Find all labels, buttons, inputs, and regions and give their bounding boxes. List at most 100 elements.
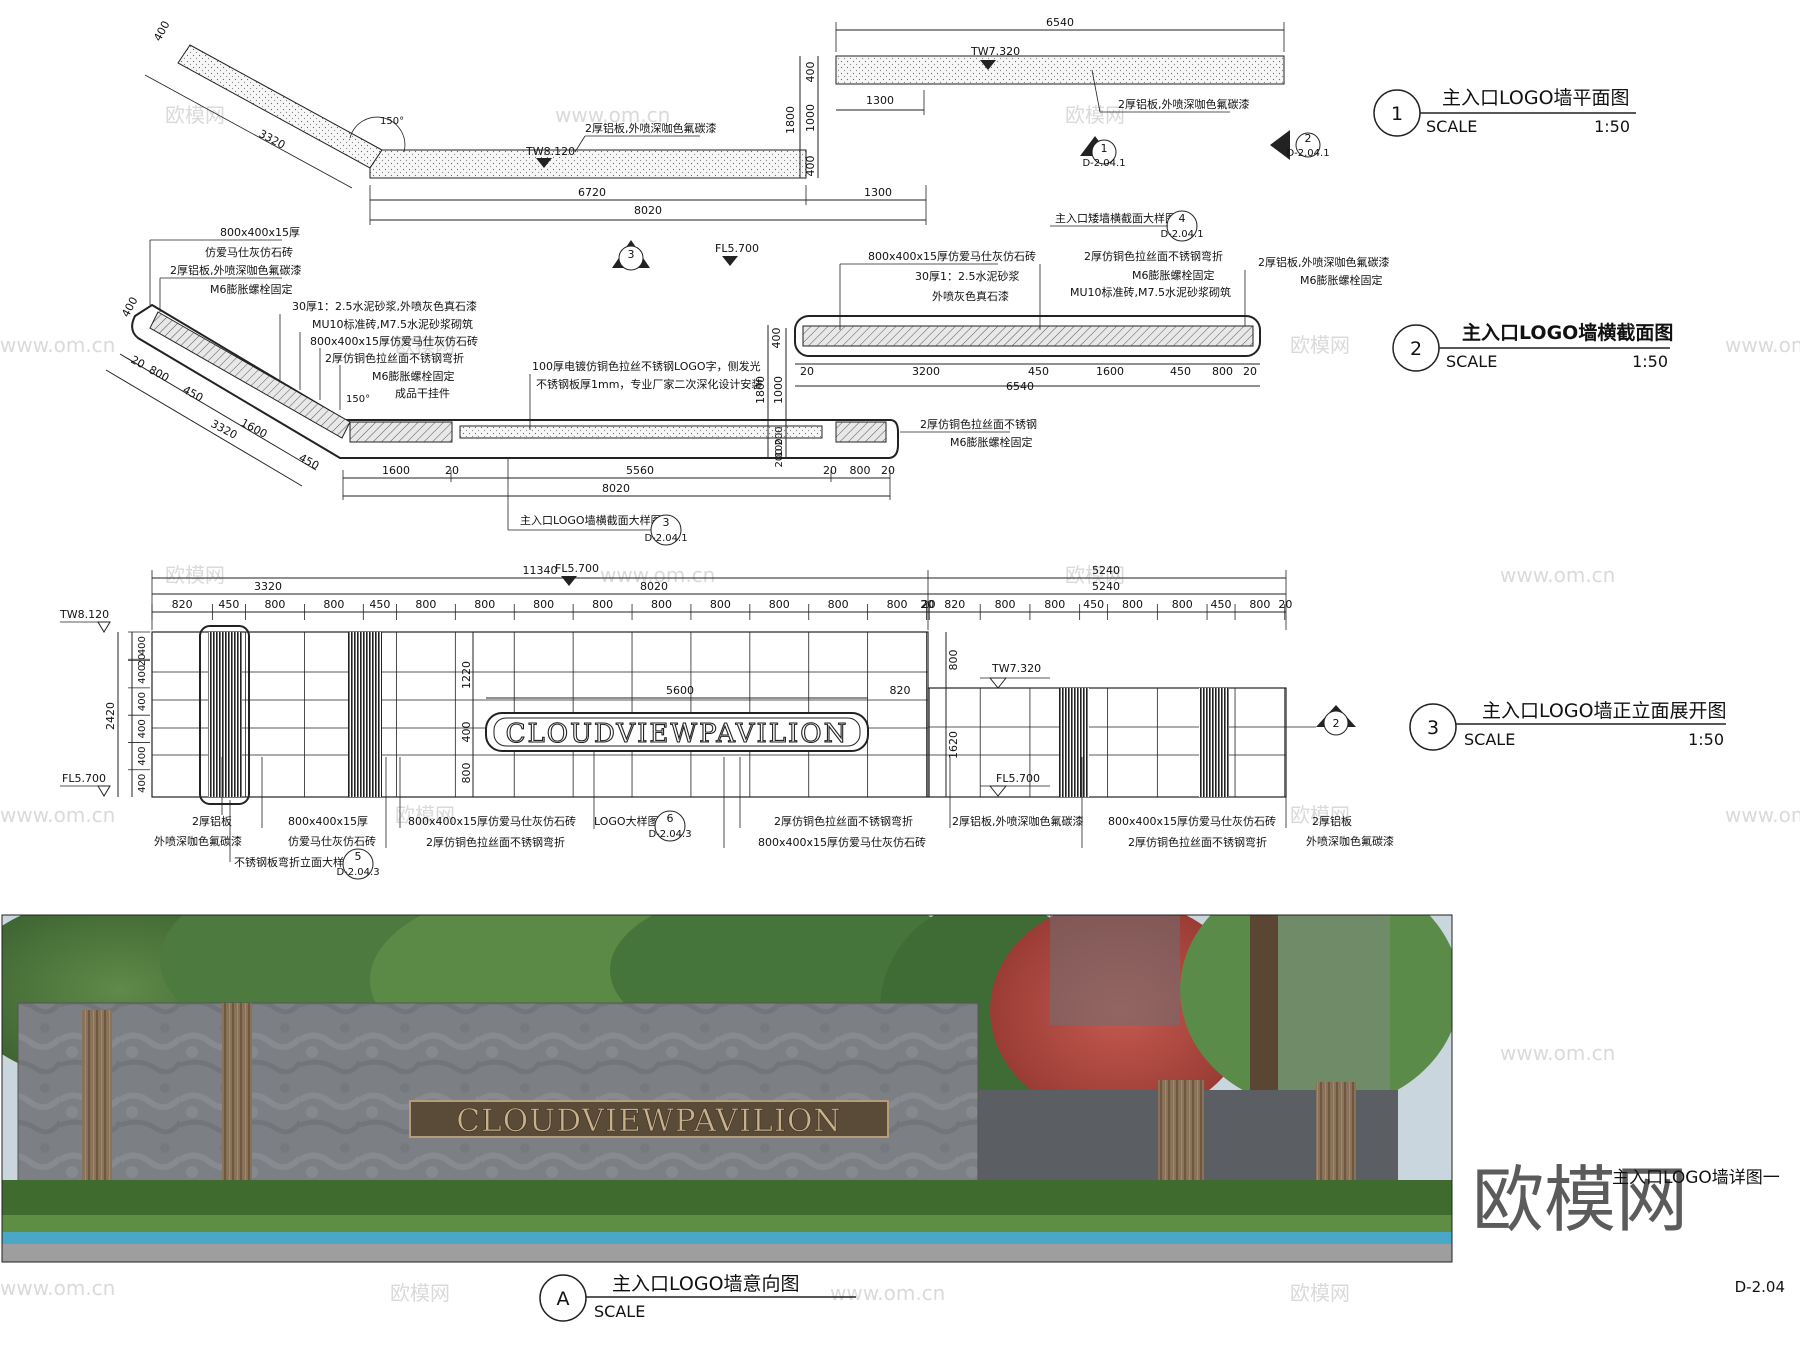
watermark: 欧模网 bbox=[395, 333, 455, 357]
watermark-url: www.om.cn bbox=[555, 103, 670, 127]
elev-module-dim: 800 bbox=[323, 598, 344, 611]
elev-v-dim: 400 bbox=[137, 665, 148, 684]
title-section-scale-label: SCALE bbox=[1446, 352, 1497, 371]
elev-fin-1 bbox=[208, 632, 242, 797]
elev-module-dim: 450 bbox=[1211, 598, 1232, 611]
watermark-url: www.om.cn bbox=[1725, 803, 1800, 827]
plan-dim-line bbox=[144, 74, 353, 189]
elev-logo-text: CLOUDVIEWPAVILION bbox=[506, 719, 849, 749]
elev-logo-inner bbox=[493, 717, 861, 747]
watermark-url: www.om.cn bbox=[1500, 1041, 1615, 1065]
plan-note: 2厚铝板,外喷深咖色氟碳漆 bbox=[1118, 97, 1250, 111]
ref-num: 2 bbox=[1305, 132, 1312, 145]
section-left-dims: 400 20 800 450 1600 450 3320 bbox=[105, 295, 322, 487]
dim: 6540 bbox=[1006, 380, 1034, 393]
title-elevation-text: 主入口LOGO墙正立面展开图 bbox=[1482, 700, 1727, 722]
dim: 200 bbox=[774, 448, 785, 467]
section-fl: FL5.700 bbox=[715, 242, 759, 255]
plan-level-marker bbox=[980, 60, 996, 70]
dim: 1800 bbox=[754, 376, 767, 404]
dim: 800 bbox=[1212, 365, 1233, 378]
dim: 20 bbox=[1243, 365, 1257, 378]
note-line: MU10标准砖,M7.5水泥砂浆砌筑 bbox=[1070, 285, 1231, 299]
ref-sheet: D-2.04.3 bbox=[648, 829, 691, 840]
note-line: 30厚1：2.5水泥砂浆 bbox=[915, 269, 1020, 283]
elev-module-dim: 800 bbox=[1172, 598, 1193, 611]
elev-module-dim: 800 bbox=[415, 598, 436, 611]
plan-dim-1300: 1300 bbox=[864, 186, 892, 199]
dim: 1600 bbox=[1096, 365, 1124, 378]
note-line: 800x400x15厚 bbox=[220, 226, 300, 239]
section-end-fill bbox=[835, 421, 887, 443]
ref-num: 3 bbox=[663, 516, 670, 529]
note-line: 2厚仿铜色拉丝面不锈钢弯折 bbox=[1128, 835, 1267, 849]
dim: 100 bbox=[774, 438, 785, 457]
note-line: 800x400x15厚仿爱马仕灰仿石砖 bbox=[310, 334, 478, 348]
plan-dim-6720: 6720 bbox=[578, 186, 606, 199]
title-elevation-scale-label: SCALE bbox=[1464, 730, 1515, 749]
title-elevation: 3 主入口LOGO墙正立面展开图 SCALE 1:50 bbox=[1409, 700, 1727, 751]
elev-module-dim: 820 bbox=[172, 598, 193, 611]
elev-module-dim: 450 bbox=[1083, 598, 1104, 611]
elev-fin-4 bbox=[1199, 688, 1229, 797]
watermark-url: www.om.cn bbox=[830, 1281, 945, 1305]
dim: 1220 bbox=[460, 661, 473, 689]
section-logo-fill bbox=[459, 425, 823, 439]
upper-fill bbox=[802, 325, 1254, 347]
elev-fl-top: FL5.700 bbox=[555, 562, 599, 575]
title-section-scale: 1:50 bbox=[1632, 352, 1668, 371]
ref-sheet: D-2.04.1 bbox=[1082, 158, 1125, 169]
watermark-url: www.om.cn bbox=[0, 333, 115, 357]
dim: 8020 bbox=[602, 482, 630, 495]
section-left-notes: 800x400x15厚 仿爱马仕灰仿石砖 2厚铝板,外喷深咖色氟碳漆 M6膨胀螺… bbox=[149, 226, 302, 312]
watermark: 欧模网 bbox=[1290, 1281, 1350, 1305]
dim: 3320 bbox=[209, 417, 240, 442]
title-plan-num: 1 bbox=[1391, 103, 1403, 125]
note-line: 外喷深咖色氟碳漆 bbox=[154, 834, 242, 848]
note-line: 不锈钢板弯折立面大样图 bbox=[234, 855, 355, 869]
elev-v-dim: 400 bbox=[137, 636, 148, 655]
render-fin bbox=[222, 1003, 252, 1188]
elev-tw: TW8.120 bbox=[59, 608, 109, 621]
elev-module-dim: 820 bbox=[944, 598, 965, 611]
watermarks: 欧模网 www.om.cn 欧模网 www.om.cn 欧模网 欧模网 www.… bbox=[0, 103, 1800, 1305]
note-line: 800x400x15厚仿爱马仕灰仿石砖 bbox=[408, 814, 576, 828]
plan-angle-label: 150° bbox=[380, 116, 404, 127]
elev-module-dim: 20 bbox=[922, 598, 936, 611]
ref-num: 6 bbox=[667, 812, 674, 825]
title-elevation-scale: 1:50 bbox=[1688, 730, 1724, 749]
plan-note-leader bbox=[1091, 69, 1101, 113]
dim: 200 bbox=[774, 426, 785, 445]
elev-v-dim: 400 bbox=[137, 774, 148, 793]
elev-v-dim: 20 bbox=[137, 654, 148, 667]
ref-sheet: D-2.04.1 bbox=[1286, 148, 1329, 159]
plan-dim-6540: 6540 bbox=[1046, 16, 1074, 29]
note-line: 800x400x15厚仿爱马仕灰仿石砖 bbox=[868, 249, 1036, 263]
section-view: 3 FL5.700 800x400x15厚 仿爱马仕灰仿石砖 2厚铝板,外喷深咖… bbox=[105, 210, 1390, 546]
ref-sheet: D-2.04.1 bbox=[644, 533, 687, 544]
ref-sheet: D-2.04.1 bbox=[1160, 229, 1203, 240]
elev-v-dim: 400 bbox=[137, 719, 148, 738]
elev-module-dim: 800 bbox=[887, 598, 908, 611]
note-line: 2厚铝板 bbox=[1312, 814, 1352, 828]
plan-note: 2厚铝板,外喷深咖色氟碳漆 bbox=[585, 121, 717, 135]
dim: 450 bbox=[297, 451, 322, 472]
section-right-note: 2厚仿铜色拉丝面不锈钢 bbox=[920, 417, 1037, 431]
plan-dim-8020: 8020 bbox=[634, 204, 662, 217]
dim: 1620 bbox=[947, 731, 960, 759]
dim: 450 bbox=[1170, 365, 1191, 378]
watermark: 欧模网 bbox=[165, 103, 225, 127]
note-line: 800x400x15厚仿爱马仕灰仿石砖 bbox=[1108, 814, 1276, 828]
render-logo-panel bbox=[409, 1100, 889, 1138]
dim: 800 bbox=[947, 650, 960, 671]
note-line: 2厚仿铜色拉丝面不锈钢弯折 bbox=[325, 351, 464, 365]
watermark: 欧模网 bbox=[390, 1281, 450, 1305]
note-line: 2厚仿铜色拉丝面不锈钢弯折 bbox=[1084, 249, 1223, 263]
plan-note-leader bbox=[574, 135, 586, 153]
render-frame bbox=[1, 914, 1453, 1263]
title-render-num: A bbox=[557, 1288, 570, 1310]
elev-fl2: FL5.700 bbox=[996, 772, 1040, 785]
